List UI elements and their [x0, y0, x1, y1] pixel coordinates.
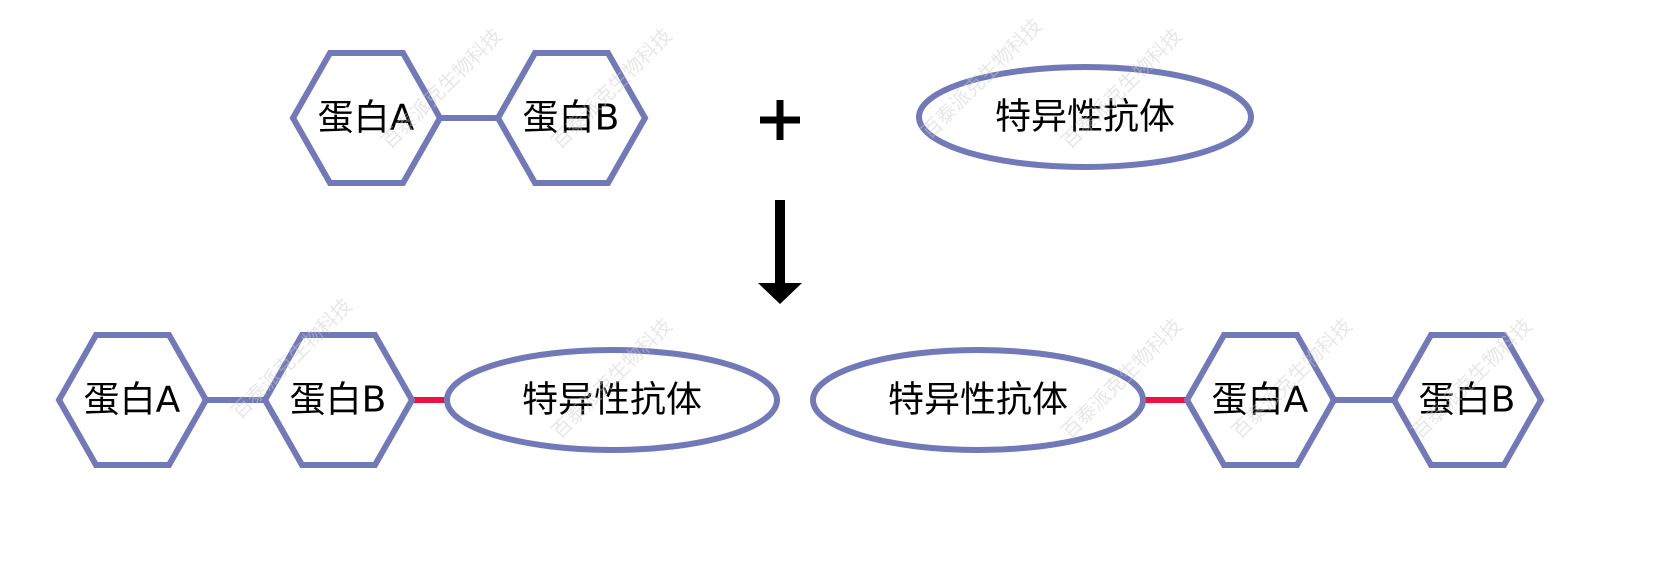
protein-a-label: 蛋白A	[84, 380, 181, 421]
antibody-label: 特异性抗体	[888, 380, 1068, 421]
antibody-ellipse	[810, 347, 1146, 453]
protein-b-label: 蛋白B	[1419, 380, 1516, 421]
bottom-right-complex: 特异性抗体 蛋白A 蛋白B	[810, 332, 1545, 468]
protein-a-hexagon	[289, 50, 444, 186]
protein-a-label: 蛋白A	[318, 98, 415, 139]
protein-b-label: 蛋白B	[523, 98, 620, 139]
protein-a-hexagon	[1183, 332, 1338, 468]
down-arrow-icon	[758, 200, 802, 304]
protein-b-hexagon	[261, 332, 416, 468]
antibody-label: 特异性抗体	[995, 97, 1175, 138]
bottom-left-complex: 蛋白A 蛋白B 特异性抗体	[55, 332, 780, 468]
antibody-ellipse	[444, 347, 780, 453]
protein-b-label: 蛋白B	[290, 380, 387, 421]
protein-a-hexagon	[55, 332, 210, 468]
top-antibody: 特异性抗体	[916, 64, 1254, 170]
plus-sign	[760, 100, 800, 140]
antibody-ellipse	[916, 64, 1254, 170]
top-complex: 蛋白A 蛋白B	[289, 50, 649, 186]
protein-a-label: 蛋白A	[1212, 380, 1309, 421]
protein-b-hexagon	[1390, 332, 1545, 468]
protein-b-hexagon	[494, 50, 649, 186]
antibody-label: 特异性抗体	[522, 380, 702, 421]
